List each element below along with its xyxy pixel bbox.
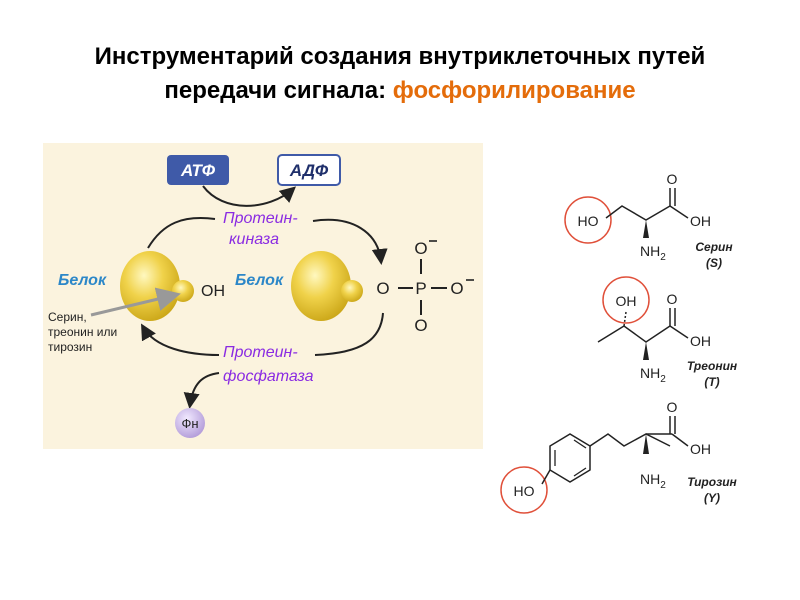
protein-left-label: Белок: [58, 272, 107, 289]
protein-right-residue: [341, 280, 363, 302]
pi-label: Фн: [181, 416, 198, 431]
phosphatase-label-line1: Протеин-: [223, 344, 298, 361]
pi-release-arrow: [183, 372, 220, 409]
phosphate-o-top: O: [414, 239, 427, 258]
serine-code: (S): [706, 256, 722, 270]
protein-right-label: Белок: [235, 272, 284, 289]
tyrosine-highlight-circle: [500, 466, 548, 514]
protein-left-shape: [120, 251, 180, 321]
phosphate-o-left: O: [376, 279, 389, 298]
residue-note-line1: Серин,: [48, 310, 87, 324]
atp-label: АТФ: [180, 161, 216, 180]
threonine-oh: OH: [690, 333, 711, 349]
phosphate-o-right: O: [450, 279, 463, 298]
tyrosine-code: (Y): [704, 491, 720, 505]
serine-oh: OH: [690, 213, 711, 229]
threonine-nh-sub: 2: [660, 374, 666, 385]
residue-note-line2: треонин или: [48, 325, 117, 339]
phosphate-o-bottom: O: [414, 316, 427, 335]
adp-box: АДФ: [277, 154, 341, 186]
protein-left-residue: [172, 280, 194, 302]
serine-nh2: NH2: [640, 243, 666, 263]
title-line-2: передачи сигнала: фосфорилирование: [0, 74, 800, 108]
phosphatase-label-line2: фосфатаза: [223, 368, 314, 385]
residue-note-line3: тирозин: [48, 340, 92, 354]
serine-ho: HO: [578, 213, 599, 229]
kinase-label-line2: киназа: [229, 231, 279, 248]
kinase-arc-right: [312, 218, 388, 265]
phosphate-p: P: [415, 279, 426, 298]
phosphatase-arc-left: [141, 323, 220, 356]
tyrosine-ring: [549, 433, 591, 483]
adp-label: АДФ: [289, 161, 329, 180]
atp-to-adp-arrow: [202, 185, 297, 207]
threonine-highlight-circle: [602, 276, 650, 324]
serine-nh-sub: 2: [660, 252, 666, 263]
title-line-1: Инструментарий создания внутриклеточных …: [94, 43, 706, 70]
tyrosine-nh: NH: [640, 471, 660, 487]
tyrosine-nh2: NH2: [640, 471, 666, 491]
atp-box: АТФ: [167, 155, 229, 185]
kinase-arc-left: [147, 217, 216, 249]
threonine-structure: OH O OH NH2 Треонин (T): [597, 276, 738, 389]
serine-o: O: [667, 171, 678, 187]
tyrosine-oh: OH: [690, 441, 711, 457]
serine-highlight-circle: [564, 196, 612, 244]
oh-label: OH: [201, 283, 225, 300]
amino-acid-structures: HO O OH NH2 Серин (S) OH O OH NH2 Треони: [490, 160, 795, 520]
pi-circle: [175, 408, 205, 438]
threonine-oh-top: OH: [616, 293, 637, 309]
tyrosine-o: O: [667, 399, 678, 415]
serine-structure: HO O OH NH2 Серин (S): [564, 171, 733, 270]
phosphorylation-scheme: АТФ АДФ Протеин- киназа Протеин- фосфата…: [43, 143, 483, 449]
slide-title: Инструментарий создания внутриклеточных …: [0, 40, 800, 108]
title-accent: фосфорилирование: [392, 77, 636, 104]
residue-pointer-arrow: [90, 287, 181, 317]
serine-nh: NH: [640, 243, 660, 259]
tyrosine-name: Тирозин: [687, 475, 737, 489]
protein-right-shape: [291, 251, 351, 321]
tyrosine-nh-sub: 2: [660, 480, 666, 491]
phosphate-group: O P O O O: [376, 239, 474, 335]
serine-name: Серин: [695, 240, 733, 254]
tyrosine-structure: HO O OH NH2 Тирозин (Y): [500, 399, 738, 514]
threonine-name: Треонин: [687, 359, 738, 373]
phosphatase-arc-right: [314, 312, 384, 356]
threonine-nh: NH: [640, 365, 660, 381]
threonine-nh2: NH2: [640, 365, 666, 385]
threonine-o: O: [667, 291, 678, 307]
threonine-code: (T): [704, 375, 719, 389]
title-line-2-prefix: передачи сигнала:: [164, 77, 393, 104]
tyrosine-ho: HO: [514, 483, 535, 499]
kinase-label-line1: Протеин-: [223, 210, 298, 227]
